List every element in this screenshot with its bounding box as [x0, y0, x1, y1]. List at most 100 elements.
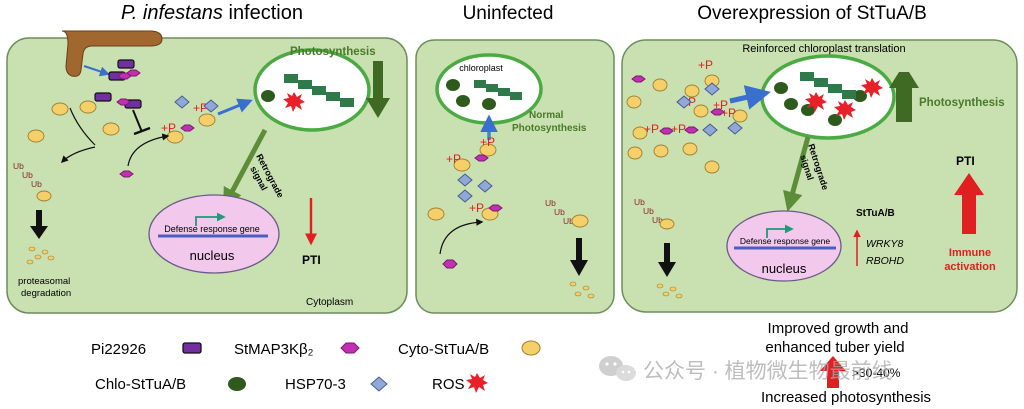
stmap3k-marker	[119, 170, 134, 178]
import-arrow	[217, 98, 253, 116]
outcome-line3: Increased photosynthesis	[761, 389, 931, 406]
defense-gene-label: Defense response gene	[164, 224, 260, 234]
cyto-marker	[704, 160, 720, 174]
gene-arrow	[766, 224, 794, 238]
hsp-marker	[477, 179, 493, 193]
outcome-line1: Improved growth and	[768, 320, 909, 337]
fragment	[26, 259, 34, 265]
thylakoid-block	[498, 88, 510, 96]
legend-stmap3k-marker	[340, 342, 360, 354]
nucleus-icon	[148, 194, 280, 274]
degradation-arrow	[30, 210, 48, 239]
stmap3k-marker	[117, 72, 132, 80]
legend-chlo-marker	[228, 377, 246, 391]
degradation-label: degradation	[21, 288, 71, 299]
chloroplast-label: chloroplast	[459, 63, 503, 73]
outcome-up-arrow	[820, 356, 846, 388]
chloroplast-icon	[760, 54, 896, 140]
cyto-marker	[79, 100, 97, 114]
outcome: Improved growth and enhanced tuber yield…	[761, 320, 931, 406]
retrograde-arrow	[783, 136, 811, 212]
chlo-marker	[456, 95, 470, 107]
chlo-marker	[784, 98, 798, 110]
inhibition-line	[132, 109, 143, 133]
thylakoid-block	[510, 92, 522, 100]
normal-photo-label: Photosynthesis	[512, 123, 587, 134]
panel-overexpression-title: Overexpression of StTuA/B	[697, 3, 927, 24]
cyto-marker	[36, 190, 52, 202]
fragment	[587, 293, 595, 299]
chlo-marker	[828, 114, 842, 126]
cyto-marker	[51, 102, 69, 116]
nucleus-label: nucleus	[190, 248, 235, 263]
retrograde-arrow	[223, 128, 268, 209]
legend-pi22926-marker	[182, 342, 202, 354]
cyto-marker	[684, 84, 700, 98]
cyto-marker	[571, 214, 589, 228]
legend-ros-marker	[466, 373, 488, 393]
ub-label: Ub	[563, 216, 574, 226]
phospho-label: +P	[193, 101, 208, 115]
curve-arrow	[439, 218, 484, 255]
thylakoid-block	[474, 80, 486, 88]
immune-label: Immune	[949, 247, 991, 259]
fragment	[582, 285, 590, 291]
cyto-marker	[652, 78, 668, 92]
cyto-marker	[453, 158, 471, 172]
cyto-marker	[659, 218, 675, 230]
cyto-marker	[693, 104, 709, 118]
thylakoid-block	[828, 84, 842, 93]
stmap3k-marker	[116, 98, 131, 106]
legend-cyto-label: Cyto-StTuA/B	[398, 341, 489, 358]
ub-label: Ub	[31, 179, 42, 189]
import-arrow	[729, 85, 771, 110]
legend-ros-label: ROS	[432, 376, 465, 393]
outcome-percent: >30-40%	[852, 366, 901, 380]
normal-photo-label: Normal	[529, 110, 564, 121]
watermark: 公众号 · 植物微生物最前线	[599, 356, 893, 383]
cyto-marker	[626, 95, 642, 109]
phospho-label: +P	[698, 58, 713, 72]
stmap3k-marker	[631, 75, 646, 83]
fragment	[47, 255, 55, 261]
panel-uninfected-title: Uninfected	[463, 3, 554, 24]
fragment	[669, 286, 677, 292]
curve-arrow	[60, 146, 96, 164]
panel-overexpression: Overexpression of StTuA/B Reinforced chl…	[621, 3, 1018, 313]
cyto-marker	[479, 143, 497, 157]
curve-arrow	[69, 107, 96, 146]
pti-label: PTI	[956, 154, 975, 168]
cell-overexpression	[621, 39, 1018, 313]
thylakoid-block	[284, 74, 298, 83]
ub-label: Ub	[22, 170, 33, 180]
photosynthesis-down-arrow	[366, 61, 390, 118]
hsp-marker	[727, 121, 743, 135]
thylakoid-block	[312, 86, 326, 95]
fragment	[28, 246, 36, 252]
cyto-marker	[102, 122, 120, 136]
rbohd-label: RBOHD	[866, 255, 904, 267]
cyto-marker	[198, 113, 216, 127]
inhibition-bar	[133, 126, 151, 136]
stmap3k-marker	[659, 127, 674, 135]
wrky8-label: WRKY8	[866, 238, 904, 250]
thylakoid-block	[814, 78, 828, 87]
photosynthesis-label: Photosynthesis	[919, 97, 1005, 109]
reinforced-label: Reinforced chloroplast translation	[742, 43, 905, 55]
thylakoid-block	[298, 80, 312, 89]
panel-uninfected: Uninfected chloroplast Normal Photosynth…	[415, 3, 615, 314]
hsp-marker	[457, 189, 473, 203]
ub-label: Ub	[652, 215, 663, 225]
legend-stmap3k-label: StMAP3Kβ₂	[234, 341, 314, 358]
stmap3k-marker	[488, 204, 503, 212]
degradation-arrow	[658, 243, 676, 277]
stmap3k-marker	[684, 126, 699, 134]
fragment	[662, 291, 670, 297]
stmap3k-marker	[180, 124, 195, 132]
photosynthesis-up-arrow	[889, 72, 919, 122]
legend-hsp-marker	[370, 376, 388, 392]
cyto-marker	[27, 129, 45, 143]
ub-label: Ub	[643, 206, 654, 216]
defense-gene-label: Defense response gene	[740, 236, 831, 246]
